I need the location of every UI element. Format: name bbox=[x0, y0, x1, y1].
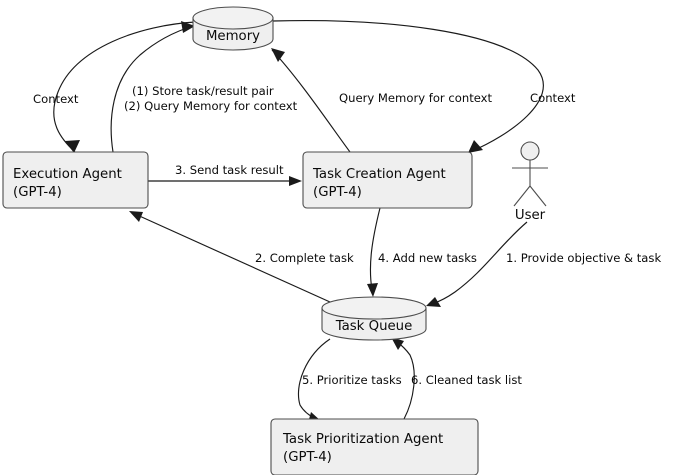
node-task-creation-agent[interactable]: Task Creation Agent (GPT-4) bbox=[302, 151, 473, 209]
node-execution-agent[interactable]: Execution Agent (GPT-4) bbox=[2, 151, 149, 209]
node-task-creation-agent-label-line2: (GPT-4) bbox=[313, 185, 362, 200]
edge-label-prioritization-to-task-queue: 6. Cleaned task list bbox=[411, 373, 522, 387]
edge-label-task-queue-to-execution: 2. Complete task bbox=[255, 251, 354, 265]
edge-execution-agent-to-memory bbox=[110, 21, 195, 153]
edge-memory-to-execution-agent bbox=[53, 21, 197, 153]
edge-label-task-creation-to-memory: Query Memory for context bbox=[339, 91, 493, 105]
edge-task-queue-to-execution-agent bbox=[129, 211, 331, 303]
actor-leg-right-icon bbox=[529, 185, 547, 207]
node-task-creation-agent-label-line1: Task Creation Agent bbox=[312, 167, 446, 182]
edge-user-to-task-queue bbox=[426, 221, 528, 307]
edge-execution-agent-to-task-creation-agent bbox=[148, 176, 302, 186]
node-execution-agent-label-line1: Execution Agent bbox=[13, 167, 122, 182]
edge-label-task-creation-to-task-queue: 4. Add new tasks bbox=[378, 251, 477, 265]
node-user-label: User bbox=[515, 208, 546, 223]
edge-label-memory-to-execution-agent: Context bbox=[33, 92, 79, 106]
node-task-prioritization-agent-label-line2: (GPT-4) bbox=[283, 450, 332, 465]
edge-label-execution-to-task-creation: 3. Send task result bbox=[175, 163, 284, 177]
edge-label-user-to-task-queue: 1. Provide objective & task bbox=[506, 251, 661, 265]
actor-head-icon bbox=[520, 141, 540, 161]
edge-label-execution-to-memory-line1: (1) Store task/result pair bbox=[132, 84, 274, 98]
edge-task-prioritization-agent-to-task-queue bbox=[391, 337, 415, 420]
node-task-queue[interactable]: Task Queue bbox=[321, 296, 427, 341]
node-execution-agent-label-line2: (GPT-4) bbox=[13, 185, 62, 200]
node-task-queue-label: Task Queue bbox=[335, 319, 413, 334]
node-task-prioritization-agent-label-line1: Task Prioritization Agent bbox=[282, 432, 443, 447]
node-task-prioritization-agent[interactable]: Task Prioritization Agent (GPT-4) bbox=[270, 418, 479, 475]
edge-label-execution-to-memory-line2: (2) Query Memory for context bbox=[124, 99, 298, 113]
node-memory[interactable]: Memory bbox=[192, 6, 274, 51]
edge-memory-to-task-creation-agent bbox=[272, 20, 544, 153]
edge-label-memory-to-task-creation: Context bbox=[530, 91, 576, 105]
node-user-actor[interactable]: User bbox=[512, 141, 548, 223]
edge-label-task-queue-to-prioritization: 5. Prioritize tasks bbox=[302, 373, 402, 387]
edge-task-creation-agent-to-memory bbox=[271, 48, 351, 153]
edge-task-creation-agent-to-task-queue bbox=[367, 207, 381, 297]
actor-leg-left-icon bbox=[513, 185, 531, 207]
node-memory-label: Memory bbox=[206, 29, 260, 44]
